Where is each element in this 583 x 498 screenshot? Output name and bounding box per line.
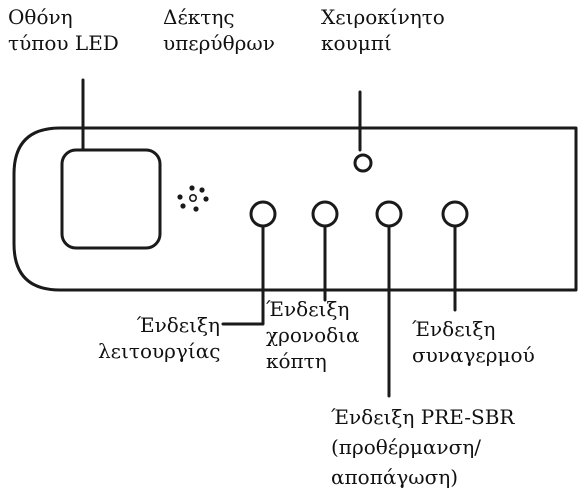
- alarm-indicator-label-line1: Ένδειξη: [412, 317, 496, 341]
- pre-sbr-indicator-label: Ένδειξη PRE-SBR (προθέρμανση/ αποπάγωση): [331, 402, 514, 492]
- timer-indicator-icon: [311, 200, 339, 228]
- ir-receiver-icon: [177, 185, 209, 212]
- operation-indicator-label: Ένδειξη λειτουργίας: [98, 312, 220, 364]
- alarm-indicator-icon: [441, 200, 469, 228]
- ir-receiver-label: Δέκτης υπερύθρων: [163, 4, 275, 56]
- timer-indicator-label: Ένδειξη χρονοδια κόπτη: [266, 296, 360, 374]
- manual-button-label: Χειροκίνητο κουμπί: [321, 4, 445, 56]
- timer-indicator-label-line2: χρονοδια: [266, 323, 360, 347]
- operation-indicator-label-line1: Ένδειξη: [136, 313, 220, 337]
- operation-indicator-leader: [221, 224, 265, 326]
- alarm-indicator-label-line2: συναγερμού: [412, 343, 535, 367]
- operation-indicator-icon: [249, 200, 277, 228]
- timer-indicator-label-line1: Ένδειξη: [266, 297, 350, 321]
- timer-indicator-label-line3: κόπτη: [266, 349, 327, 373]
- operation-indicator-label-line2: λειτουργίας: [98, 339, 221, 363]
- manual-button-label-line1: Χειροκίνητο: [321, 5, 445, 29]
- pre-sbr-indicator-label-line2: (προθέρμανση/: [331, 435, 481, 459]
- pre-sbr-indicator-icon: [375, 200, 403, 228]
- panel-outline: [12, 126, 578, 292]
- pre-sbr-indicator-label-line1: Ένδειξη PRE-SBR: [331, 405, 515, 429]
- pre-sbr-indicator-label-line3: αποπάγωση): [331, 465, 459, 489]
- manual-button-icon[interactable]: [353, 153, 373, 173]
- led-display-label: Οθόνη τύπου LED: [8, 4, 119, 56]
- manual-button-label-line2: κουμπί: [321, 31, 392, 55]
- led-display-label-line1: Οθόνη: [8, 5, 73, 29]
- alarm-indicator-label: Ένδειξη συναγερμού: [412, 316, 535, 368]
- ir-receiver-label-line2: υπερύθρων: [163, 31, 275, 55]
- led-display-window: [60, 148, 162, 250]
- led-display-label-line2: τύπου LED: [8, 31, 119, 55]
- ir-receiver-label-line1: Δέκτης: [163, 5, 235, 29]
